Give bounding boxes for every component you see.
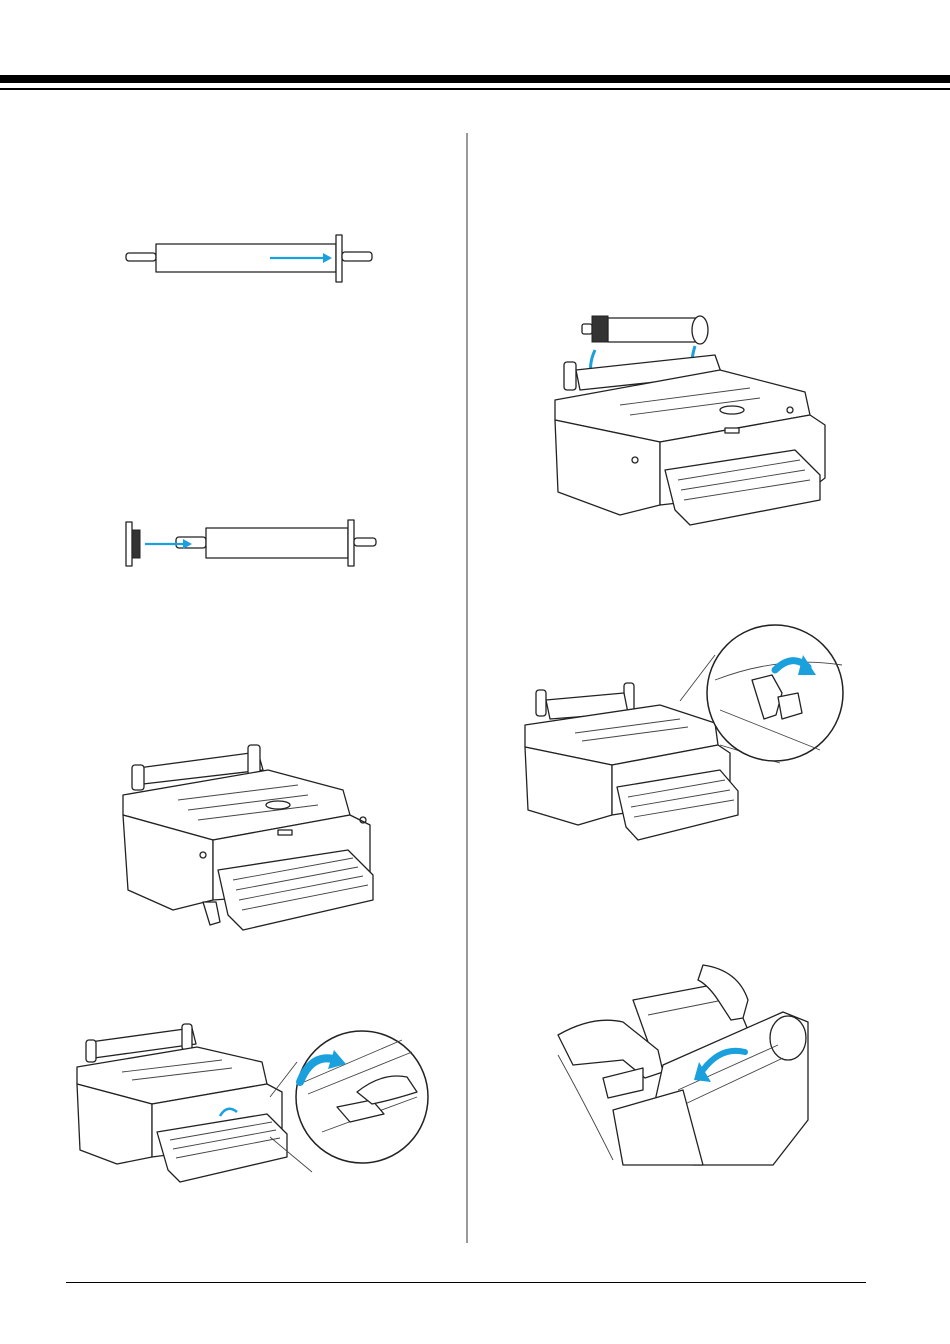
figure-printer-paper-guide-detail <box>72 1022 432 1207</box>
column-divider <box>466 133 468 1243</box>
figure-spindle-slide-flange <box>110 230 390 290</box>
figure-printer-load-roll <box>550 310 830 525</box>
footer-rule <box>66 1282 866 1283</box>
figure-printer-front-view <box>118 740 383 945</box>
header-rule-thin <box>0 88 950 90</box>
header-rule-thick <box>0 75 950 83</box>
figure-printer-lever-detail <box>520 615 850 850</box>
figure-spindle-attach-flange <box>112 515 392 575</box>
figure-hands-insert-paper <box>553 960 818 1165</box>
